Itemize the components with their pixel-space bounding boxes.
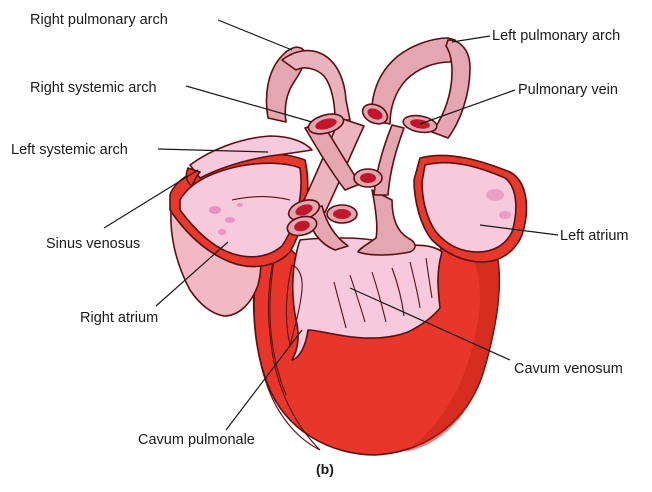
label-sinus-venosus: Sinus venosus [46, 236, 140, 252]
label-left-atrium: Left atrium [560, 228, 629, 244]
label-pulmonary-vein: Pulmonary vein [518, 82, 618, 98]
label-left-systemic-arch: Left systemic arch [11, 142, 128, 158]
figure-caption: (b) [316, 461, 334, 477]
label-cavum-pulmonale: Cavum pulmonale [138, 432, 255, 448]
label-cavum-venosum: Cavum venosum [514, 361, 623, 377]
label-left-pulmonary-arch: Left pulmonary arch [492, 28, 620, 44]
label-right-atrium: Right atrium [80, 310, 158, 326]
label-right-systemic-arch: Right systemic arch [30, 80, 157, 96]
label-right-pulmonary-arch: Right pulmonary arch [30, 12, 168, 28]
